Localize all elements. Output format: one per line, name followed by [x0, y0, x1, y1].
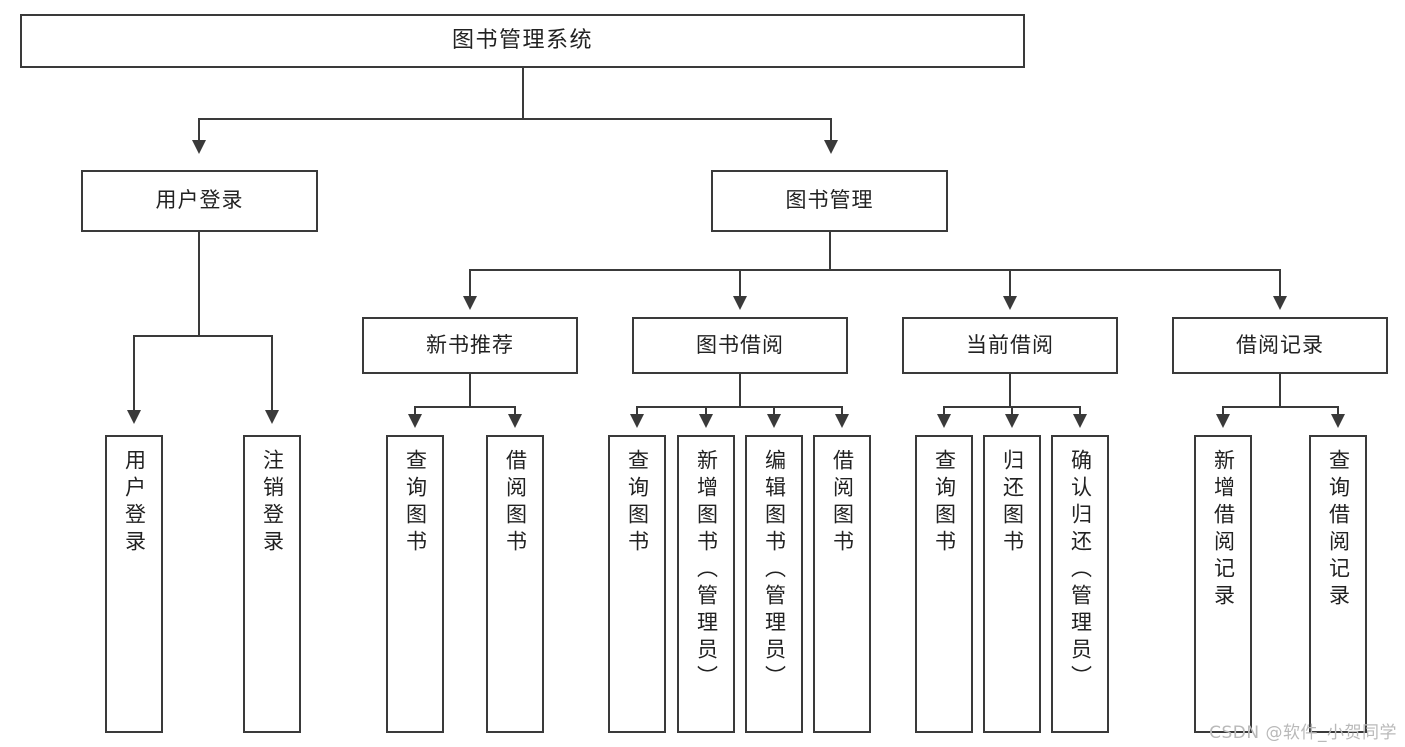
connector-new-book-to-leaf-1 [414, 406, 416, 418]
connector-bm-to-new-book [469, 269, 471, 301]
leaf-node-user-login[interactable]: 用户登录 [105, 435, 163, 733]
leaf-node-borrow-book[interactable]: 借阅图书 [813, 435, 871, 733]
connector-bb-to-leaf-1 [636, 406, 638, 418]
connector-cb-to-leaf-3 [1079, 406, 1081, 418]
connector-root-split-bar [198, 118, 832, 120]
connector-user-login-split-bar [133, 335, 272, 337]
node-label: 借阅图书 [830, 449, 855, 557]
leaf-node-add-borrow-record[interactable]: 新增借阅记录 [1194, 435, 1252, 733]
connector-book-management-split-bar [469, 269, 1280, 271]
node-book-management[interactable]: 图书管理 [711, 170, 948, 232]
arrowhead-br-leaf-1 [1216, 414, 1230, 428]
node-label: 借阅图书 [503, 449, 528, 557]
arrowhead-new-book-leaf-2 [508, 414, 522, 428]
connector-book-borrow-stem [739, 374, 741, 408]
node-label: 编辑图书（管理员） [762, 449, 787, 692]
arrowhead-br-leaf-2 [1331, 414, 1345, 428]
connector-user-login-to-leaf-1 [133, 335, 135, 415]
arrowhead-bm-current-borrow [1003, 296, 1017, 310]
connector-current-borrow-stem [1009, 374, 1011, 408]
leaf-node-logout[interactable]: 注销登录 [243, 435, 301, 733]
node-borrow-records[interactable]: 借阅记录 [1172, 317, 1388, 374]
arrowhead-cb-leaf-3 [1073, 414, 1087, 428]
arrowhead-user-login-leaf-1 [127, 410, 141, 424]
node-label: 新增图书（管理员） [694, 449, 719, 692]
arrowhead-new-book-leaf-1 [408, 414, 422, 428]
connector-br-to-leaf-2 [1337, 406, 1339, 418]
connector-bm-to-current-borrow [1009, 269, 1011, 301]
watermark-text: CSDN @软件_小贺同学 [1209, 723, 1397, 743]
connector-borrow-records-split-bar [1222, 406, 1338, 408]
arrowhead-bb-leaf-3 [767, 414, 781, 428]
arrowhead-bb-leaf-1 [630, 414, 644, 428]
arrowhead-cb-leaf-2 [1005, 414, 1019, 428]
arrowhead-bm-book-borrow [733, 296, 747, 310]
connector-new-book-split-bar [414, 406, 515, 408]
leaf-node-confirm-return-admin[interactable]: 确认归还（管理员） [1051, 435, 1109, 733]
node-label: 图书管理系统 [451, 27, 593, 53]
connector-root-to-user-login [198, 118, 200, 147]
arrowhead-root-to-book-management [824, 140, 838, 154]
connector-root-stem [522, 68, 524, 119]
connector-bb-to-leaf-2 [705, 406, 707, 418]
node-label: 归还图书 [1000, 449, 1025, 557]
connector-new-book-stem [469, 374, 471, 408]
node-label: 注销登录 [260, 449, 285, 557]
arrowhead-bm-new-book [463, 296, 477, 310]
node-label: 新增借阅记录 [1211, 449, 1236, 611]
leaf-node-borrow-book-recommend[interactable]: 借阅图书 [486, 435, 544, 733]
connector-user-login-stem [198, 232, 200, 336]
arrowhead-bb-leaf-2 [699, 414, 713, 428]
node-label: 确认归还（管理员） [1068, 449, 1093, 692]
arrowhead-user-login-leaf-2 [265, 410, 279, 424]
connector-book-management-stem [829, 232, 831, 270]
node-user-login[interactable]: 用户登录 [81, 170, 318, 232]
node-label: 用户登录 [122, 449, 147, 557]
leaf-node-query-book-borrow[interactable]: 查询图书 [608, 435, 666, 733]
node-label: 用户登录 [155, 188, 244, 213]
arrowhead-root-to-user-login [192, 140, 206, 154]
node-label: 查询图书 [625, 449, 650, 557]
connector-cb-to-leaf-1 [943, 406, 945, 418]
connector-new-book-to-leaf-2 [514, 406, 516, 418]
node-label: 查询图书 [932, 449, 957, 557]
connector-cb-to-leaf-2 [1011, 406, 1013, 418]
arrowhead-bm-borrow-records [1273, 296, 1287, 310]
connector-borrow-records-stem [1279, 374, 1281, 408]
node-new-book-recommend[interactable]: 新书推荐 [362, 317, 578, 374]
node-current-borrow[interactable]: 当前借阅 [902, 317, 1118, 374]
leaf-node-query-book-current[interactable]: 查询图书 [915, 435, 973, 733]
leaf-node-edit-book-admin[interactable]: 编辑图书（管理员） [745, 435, 803, 733]
connector-user-login-to-leaf-2 [271, 335, 273, 415]
node-root-book-management-system[interactable]: 图书管理系统 [20, 14, 1025, 68]
connector-bb-to-leaf-4 [841, 406, 843, 418]
leaf-node-add-book-admin[interactable]: 新增图书（管理员） [677, 435, 735, 733]
arrowhead-cb-leaf-1 [937, 414, 951, 428]
connector-book-borrow-split-bar [636, 406, 842, 408]
connector-bb-to-leaf-3 [773, 406, 775, 418]
connector-br-to-leaf-1 [1222, 406, 1224, 418]
node-label: 图书借阅 [696, 332, 784, 357]
connector-bm-to-borrow-records [1279, 269, 1281, 301]
connector-bm-to-book-borrow [739, 269, 741, 301]
leaf-node-query-book-recommend[interactable]: 查询图书 [386, 435, 444, 733]
leaf-node-return-book[interactable]: 归还图书 [983, 435, 1041, 733]
node-label: 当前借阅 [966, 332, 1054, 357]
leaf-node-query-borrow-record[interactable]: 查询借阅记录 [1309, 435, 1367, 733]
node-book-borrow[interactable]: 图书借阅 [632, 317, 848, 374]
arrowhead-bb-leaf-4 [835, 414, 849, 428]
node-label: 查询借阅记录 [1326, 449, 1351, 611]
node-label: 查询图书 [403, 449, 428, 557]
node-label: 新书推荐 [426, 332, 514, 357]
node-label: 借阅记录 [1236, 332, 1324, 357]
connector-root-to-book-management [830, 118, 832, 147]
node-label: 图书管理 [785, 188, 874, 213]
